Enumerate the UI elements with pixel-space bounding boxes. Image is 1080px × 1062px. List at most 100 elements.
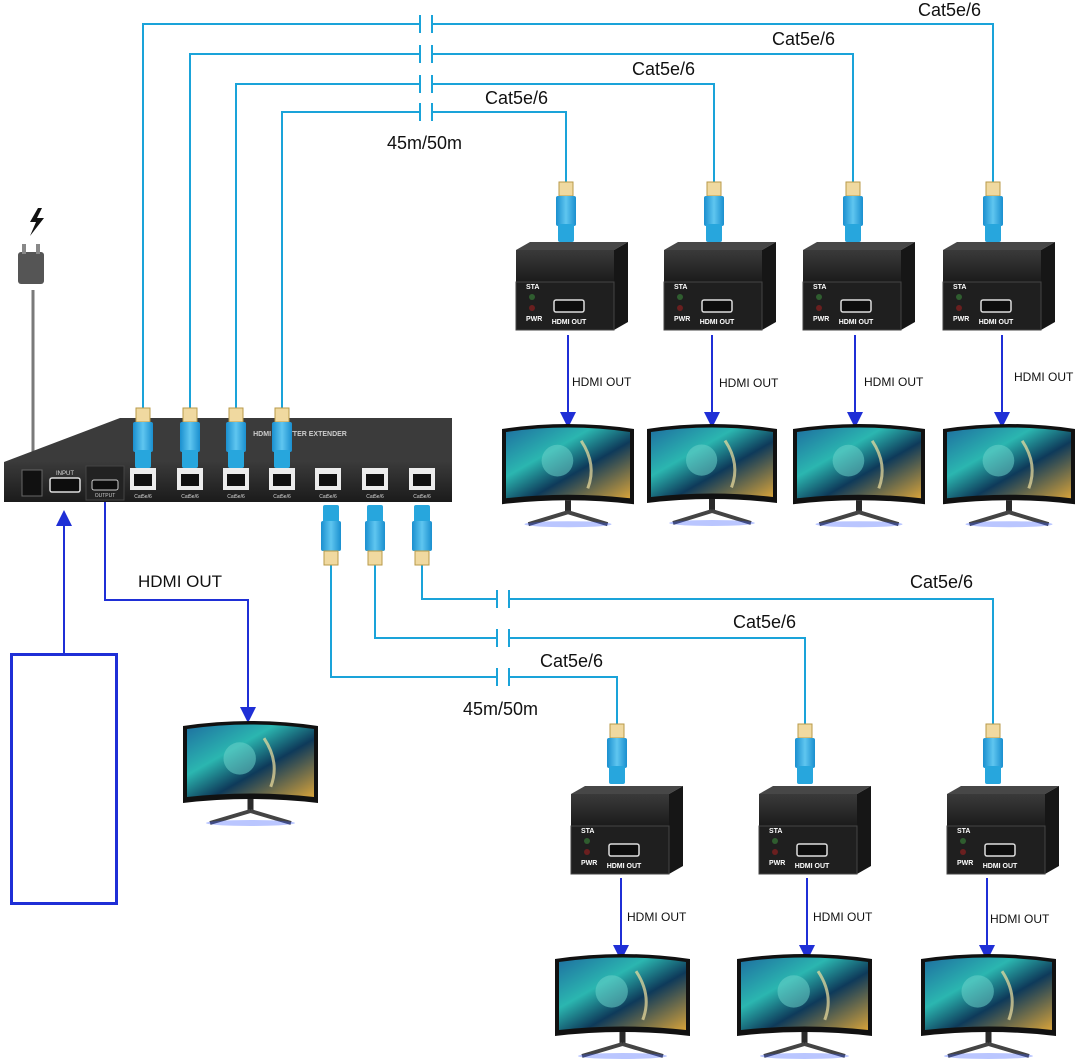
receiver-plug-bottom-3-body [983,738,1003,768]
receiver-top-4-side [1041,242,1055,330]
receiver-top-3-lid [803,250,901,282]
receiver-plug-bottom-3 [983,723,1003,784]
hdmi-arrow-local [104,500,256,723]
receiver-top-4-sta: STA [953,284,966,291]
receiver-bottom-2-lid [759,794,857,826]
bottom-cable-3-gap [497,670,509,684]
monitor-bottom-2-neck [801,1032,808,1044]
receiver-top-3-hdmi-port [840,299,872,313]
receiver-bottom-3-pwr: PWR [957,860,973,867]
receiver-top-3-sta: STA [813,284,826,291]
receiver-top-3-pwr-led [816,305,822,311]
splitter-plug-top-1-tip [135,407,151,423]
receiver-top-1-lid [516,250,614,282]
monitor-local-screen-art [223,742,256,775]
monitor-top-3-screen-art2 [870,440,884,489]
bottom-cable-2-gap [497,631,509,645]
receiver-bottom-1-sta: STA [581,828,594,835]
splitter-port-label-5: Cat5e/6 [319,494,337,500]
splitter-rj45-hole-3 [227,474,245,486]
receiver-plug-top-4-boot [985,224,1001,242]
receiver-plug-top-3-tip [845,181,861,197]
receiver-top-4-port-label: HDMI OUT [979,319,1014,326]
top-cable-3 [235,83,715,412]
monitor-top-1-screen-art2 [579,440,593,489]
receiver-bottom-1-port-label: HDMI OUT [607,863,642,870]
receiver-top-1-top [516,242,628,250]
receiver-plug-top-2-tip [706,181,722,197]
receiver-top-2-port-label: HDMI OUT [700,319,735,326]
receiver-bottom-3-port-label: HDMI OUT [983,863,1018,870]
receiver-bottom-3-sta-led [960,838,966,844]
monitor-top-2-glow [669,520,755,526]
splitter-plug-top-2-tip [182,407,198,423]
splitter-plug-top-2-boot [182,450,198,468]
monitor-top-1-glow [524,521,612,528]
monitor-top-3-glow [815,521,903,528]
receiver-plug-bottom-1-body [607,738,627,768]
splitter-plug-top-3 [226,407,246,468]
receiver-top-2-side [762,242,776,330]
receiver-bottom-3-pwr-led [960,849,966,855]
splitter-input-label: INPUT [56,471,74,477]
receiver-top-4-hdmi-port [980,299,1012,313]
monitor-bottom-2-screen-art [777,975,810,1008]
monitor-top-3-neck [856,500,862,513]
receiver-top-1-sta-led [529,294,535,300]
receiver-bottom-3-top [947,786,1059,794]
splitter-plug-bottom-3-body [412,521,432,551]
receiver-bottom-2-side [857,786,871,874]
cable-label-top-4: Cat5e/6 [485,88,549,108]
splitter-plug-top-4-boot [274,450,290,468]
receiver-top-4-pwr: PWR [953,316,969,323]
monitor-top-2-stand [672,509,752,525]
monitor-top-4-screen-art [982,444,1015,477]
splitter-port-label-1: Cat5e/6 [134,494,152,500]
receiver-top-1-sta: STA [526,284,539,291]
splitter-plug-top-4-body [272,422,292,452]
receiver-plug-bottom-1 [607,723,627,784]
receiver-bottom-1-lid [571,794,669,826]
splitter-plug-bottom-1-boot [323,505,339,523]
splitter-plug-top-3-boot [228,450,244,468]
adapter-prong-1 [22,244,26,254]
hdmi-out-label-bottom-2: HDMI OUT [813,910,873,924]
adapter-prong-2 [36,244,40,254]
monitor-bottom-1-screen-art [595,975,628,1008]
monitor-top-2 [647,424,777,526]
receiver-bottom-3-hdmi-port [984,843,1016,857]
receiver-bottom-1-top [571,786,683,794]
receiver-bottom-2-port-label: HDMI OUT [795,863,830,870]
monitor-top-4-neck [1006,500,1012,513]
receiver-top-2-sta: STA [674,284,687,291]
splitter-plug-bottom-2-body [365,521,385,551]
monitor-local [183,721,318,826]
splitter-port-label-6: Cat5e/6 [366,494,384,500]
receiver-plug-bottom-1-tip [609,723,625,739]
cable-label-bottom-3: Cat5e/6 [540,651,604,671]
splitter-plug-bottom-2 [365,505,385,566]
splitter-plug-bottom-3-tip [414,550,430,566]
monitor-bottom-3-glow [943,1053,1034,1059]
receiver-top-2-pwr: PWR [674,316,690,323]
splitter-plug-bottom-1-body [321,521,341,551]
receiver-bottom-1-sta-led [584,838,590,844]
monitor-bottom-1-stand [581,1042,664,1058]
distance-label-bottom: 45m/50m [463,699,539,719]
receiver-bottom-3-sta: STA [957,828,970,835]
receiver-top-4-sta-led [956,294,962,300]
splitter-port-label-4: Cat5e/6 [273,494,291,500]
receiver-top-1-port-label: HDMI OUT [552,319,587,326]
receiver-bottom-1-pwr-led [584,849,590,855]
splitter-plug-top-4-tip [274,407,290,423]
splitter-plug-bottom-2-tip [367,550,383,566]
splitter-plug-bottom-1-tip [323,550,339,566]
receiver-bottom-1-side [669,786,683,874]
top-cable-1-gap [420,17,432,31]
receiver-plug-bottom-2-boot [797,766,813,784]
receiver-plug-top-3-body [843,196,863,226]
splitter-dc-jack [21,469,43,497]
